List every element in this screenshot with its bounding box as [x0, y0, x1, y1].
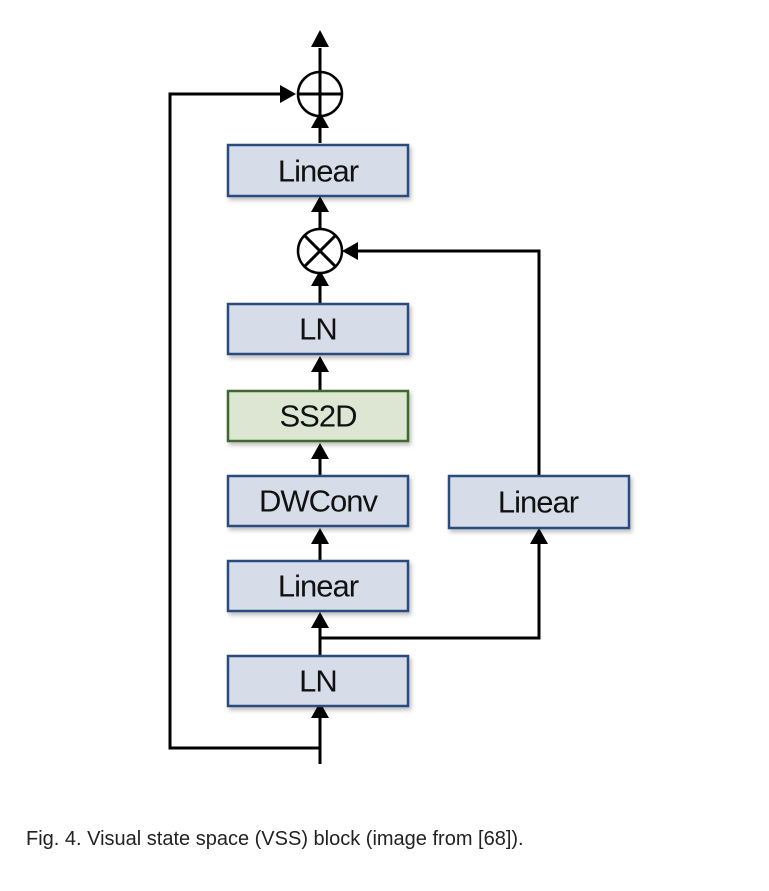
arrowhead-output [311, 30, 329, 47]
arrowhead-linear-main [311, 612, 329, 628]
block-linear-side-label: Linear [498, 485, 579, 520]
block-top-linear: Linear [226, 143, 410, 198]
arrowhead-ln-lower [311, 702, 329, 718]
arrowhead-multiply [311, 270, 329, 286]
block-ln-lower: LN [226, 654, 410, 708]
gate-to-multiply-line [354, 249, 541, 476]
multiply-diagonal-2 [303, 234, 337, 268]
figure-caption: Fig. 4. Visual state space (VSS) block (… [26, 828, 524, 850]
residual-skip-line [168, 92, 320, 750]
arrowhead-gate-multiply [342, 242, 358, 260]
block-ln-lower-label: LN [299, 664, 337, 699]
connections [168, 48, 541, 764]
multiply-operator [296, 227, 344, 275]
block-linear-main-label: Linear [278, 569, 359, 604]
block-dwconv: DWConv [226, 474, 410, 528]
block-ln-upper: LN [226, 302, 410, 356]
arrowhead-linear-side [530, 528, 548, 544]
arrowhead-add [311, 112, 329, 128]
block-linear-side: Linear [447, 474, 631, 530]
block-top-linear-label: Linear [278, 154, 359, 189]
block-ln-upper-rect [226, 302, 410, 356]
block-ss2d-rect [226, 389, 410, 443]
arrowhead-residual-add [280, 85, 296, 103]
arrowhead-ln-upper [311, 356, 329, 372]
block-dwconv-rect [226, 474, 410, 528]
block-ss2d-label: SS2D [280, 399, 357, 434]
block-ln-lower-rect [226, 654, 410, 708]
block-linear-main-rect [226, 559, 410, 613]
arrowhead-dwconv [311, 528, 329, 544]
block-ss2d: SS2D [226, 389, 410, 443]
block-linear-main: Linear [226, 559, 410, 613]
arrowheads [280, 30, 548, 718]
block-linear-side-rect [447, 474, 631, 530]
add-operator [296, 70, 344, 118]
gate-branch-line [320, 544, 541, 640]
arrowhead-ss2d [311, 443, 329, 459]
arrowhead-top-linear [311, 196, 329, 212]
block-top-linear-rect [226, 143, 410, 198]
block-dwconv-label: DWConv [259, 484, 379, 519]
block-ln-upper-label: LN [299, 312, 337, 347]
